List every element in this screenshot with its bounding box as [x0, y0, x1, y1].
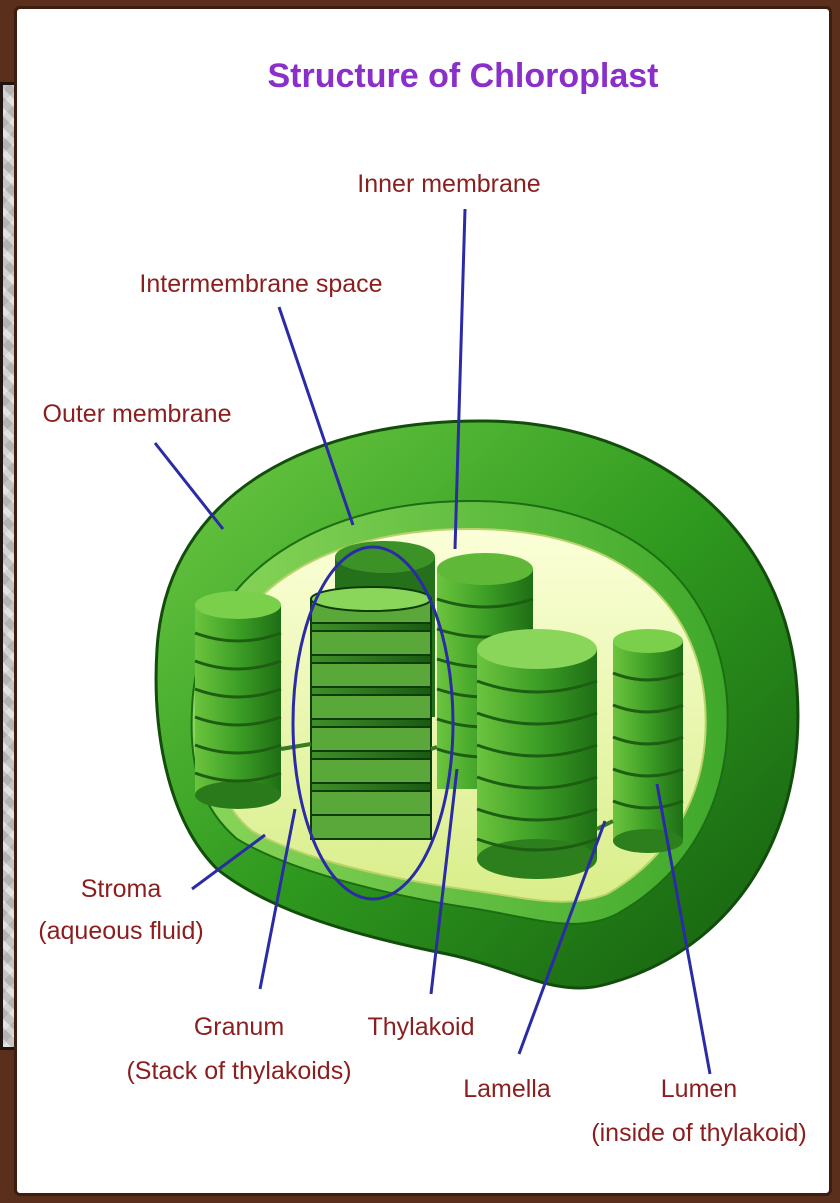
- granum-stack-left: [195, 591, 281, 809]
- diagram-card: Structure of Chloroplast: [14, 6, 832, 1196]
- label-inner-membrane: Inner membrane: [357, 170, 540, 198]
- granum-stack-front: [477, 629, 597, 879]
- granum-stack-center: [311, 587, 431, 839]
- label-lumen: Lumen: [661, 1075, 737, 1103]
- label-thylakoid: Thylakoid: [368, 1013, 475, 1041]
- label-lumen-note: (inside of thylakoid): [591, 1119, 806, 1147]
- label-outer-membrane: Outer membrane: [43, 400, 232, 428]
- label-lamella: Lamella: [463, 1075, 551, 1103]
- label-intermembrane-space: Intermembrane space: [139, 270, 382, 298]
- label-granum: Granum: [194, 1013, 284, 1041]
- chloroplast-diagram: Structure of Chloroplast: [17, 9, 832, 1196]
- label-granum-note: (Stack of thylakoids): [126, 1057, 351, 1085]
- diagram-title: Structure of Chloroplast: [267, 57, 658, 95]
- granum-stack-right: [613, 629, 683, 853]
- label-stroma-note: (aqueous fluid): [38, 917, 203, 945]
- label-stroma: Stroma: [81, 875, 162, 903]
